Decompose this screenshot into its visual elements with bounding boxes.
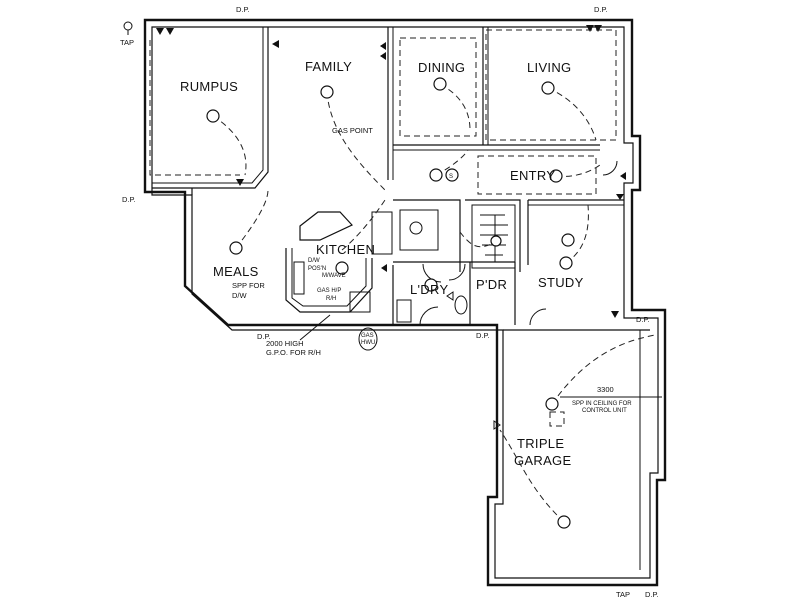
annotations: D.P. D.P. D.P. D.P. D.P. D.P. D.P. TAP T… xyxy=(120,5,662,599)
light-family xyxy=(320,85,334,99)
downpipe-label: D.P. xyxy=(236,5,250,14)
spp-dw-label: D/W xyxy=(232,291,248,300)
room-label-kitchen: KITCHEN xyxy=(316,242,375,257)
room-label-garage-1: TRIPLE xyxy=(517,436,564,451)
light-garage-upper xyxy=(545,397,559,411)
room-labels: RUMPUS FAMILY DINING LIVING ENTRY KITCHE… xyxy=(180,59,584,468)
light-meals xyxy=(229,241,243,255)
gas-point-label: GAS POINT xyxy=(332,126,373,135)
light-garage-lower xyxy=(557,515,571,529)
light-points: S xyxy=(206,77,575,529)
tap-label: TAP xyxy=(120,38,134,47)
switch-wiring xyxy=(212,83,656,523)
dw-position-label: D/W xyxy=(308,258,320,264)
room-label-family: FAMILY xyxy=(305,59,352,74)
switch-icon xyxy=(620,172,626,180)
gpo-label: G.P.O. FOR R/H xyxy=(266,348,321,357)
switch-icon xyxy=(236,179,244,186)
switch-icon xyxy=(611,311,619,318)
switch-icon xyxy=(166,28,174,35)
dimension-label: 3300 xyxy=(597,385,614,394)
switch-icon xyxy=(493,420,501,430)
downpipe-label: D.P. xyxy=(257,332,271,341)
gpo-label: 2000 HIGH xyxy=(266,339,304,348)
light-kitchen xyxy=(335,261,349,275)
downpipe-label: D.P. xyxy=(645,590,659,599)
smoke-detector xyxy=(445,168,459,182)
light-hall xyxy=(429,168,443,182)
tap-icon xyxy=(123,21,133,31)
switch-icon xyxy=(272,40,279,48)
light-powder xyxy=(490,235,502,247)
light-dining xyxy=(433,77,447,91)
switch-icon xyxy=(381,264,387,272)
spp-ceiling-label: SPP IN CEILING FOR xyxy=(572,401,632,407)
exterior-walls xyxy=(143,18,667,587)
microwave-label: M/WAVE xyxy=(322,273,346,279)
downpipe-label: D.P. xyxy=(122,195,136,204)
room-label-powder: P'DR xyxy=(476,277,507,292)
gas-hotplate-label: R/H xyxy=(326,296,336,302)
smoke-detector-label: S xyxy=(449,174,453,180)
gas-hwu-icon xyxy=(358,327,378,351)
gas-hotplate-label: GAS H/P xyxy=(317,288,341,294)
interior-walls xyxy=(149,27,650,570)
switch-icon xyxy=(594,25,602,32)
switch-icon xyxy=(156,28,164,35)
switch-icon xyxy=(380,42,386,50)
room-label-entry: ENTRY xyxy=(510,168,555,183)
light-study xyxy=(559,256,573,270)
light-entry xyxy=(549,169,563,183)
room-label-dining: DINING xyxy=(418,60,465,75)
tap-label: TAP xyxy=(616,590,630,599)
spp-ceiling-label: CONTROL UNIT xyxy=(582,408,627,414)
downpipe-label: D.P. xyxy=(594,5,608,14)
downpipe-label: D.P. xyxy=(476,331,490,340)
light-laundry xyxy=(424,278,438,292)
switch-icon xyxy=(586,25,594,32)
room-label-laundry: L'DRY xyxy=(410,282,448,297)
dw-position-label: POS'N xyxy=(308,266,326,272)
kitchen-bench xyxy=(285,209,439,313)
room-label-garage-2: GARAGE xyxy=(514,453,571,468)
switch-markers xyxy=(156,25,626,430)
light-rumpus xyxy=(206,109,220,123)
control-unit-icon xyxy=(549,411,565,427)
switch-icon xyxy=(446,291,454,301)
downpipe-label: D.P. xyxy=(636,315,650,324)
light-living xyxy=(541,81,555,95)
switch-icon xyxy=(380,52,386,60)
room-label-study: STUDY xyxy=(538,275,584,290)
gas-hwu-label: GAS xyxy=(361,333,374,339)
switch-icon xyxy=(616,194,624,200)
room-label-meals: MEALS xyxy=(213,264,259,279)
room-label-rumpus: RUMPUS xyxy=(180,79,238,94)
room-label-living: LIVING xyxy=(527,60,571,75)
gas-hwu-label: HWU xyxy=(361,340,375,346)
light-stairs xyxy=(561,233,575,247)
spp-dw-label: SPP FOR xyxy=(232,281,265,290)
